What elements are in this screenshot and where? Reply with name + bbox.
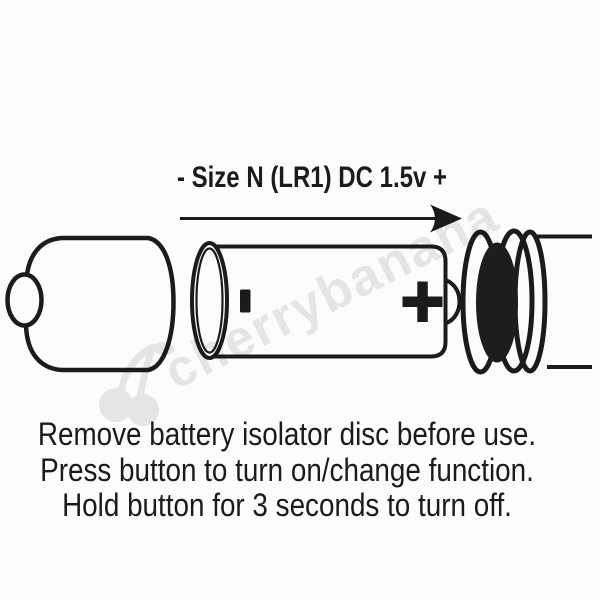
battery-negative-mark-icon (240, 289, 251, 313)
battery-positive-nub (444, 278, 462, 326)
power-button (5, 272, 44, 328)
instruction-line-1: Remove battery isolator disc before use. (37, 416, 537, 452)
battery-positive-mark-icon (402, 281, 443, 322)
device-body (460, 228, 592, 375)
battery-size-label: - Size N (LR1) DC 1.5v + (176, 161, 448, 194)
usage-instructions: Remove battery isolator disc before use.… (37, 416, 537, 524)
battery-negative-end-inner-ring (195, 247, 224, 354)
device-end-cap (5, 235, 176, 373)
battery-isolator-disc (476, 242, 518, 363)
insertion-direction-arrow (180, 204, 462, 233)
battery-body (209, 244, 448, 359)
end-cap-outline (23, 235, 176, 373)
arrow-head-icon (430, 204, 462, 233)
battery-negative-end (190, 241, 229, 360)
instruction-line-3: Hold button for 3 seconds to turn off. (62, 487, 512, 523)
battery (190, 241, 462, 360)
instruction-line-2: Press button to turn on/change function. (40, 451, 534, 488)
